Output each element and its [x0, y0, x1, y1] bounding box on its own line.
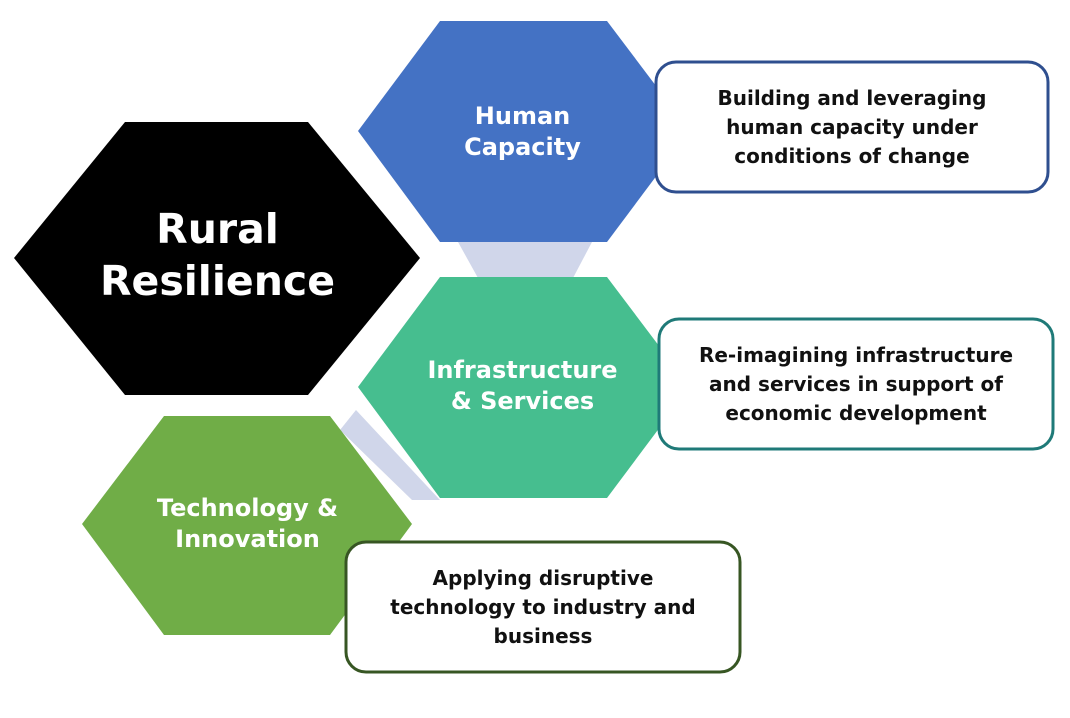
description-line: and services in support of — [709, 371, 1003, 396]
rural-resilience-hexagon — [14, 122, 420, 395]
technology-innovation-description: Applying disruptive technology to indust… — [347, 543, 739, 671]
human-capacity-description: Building and leveraging human capacity u… — [657, 63, 1047, 191]
human-capacity-title: Human Capacity — [400, 100, 645, 164]
description-line: conditions of change — [734, 143, 970, 168]
infrastructure-services-title: Infrastructure & Services — [385, 354, 660, 418]
infrastructure-services-title-line: & Services — [450, 387, 595, 415]
rural-resilience-title-line: Resilience — [99, 257, 336, 305]
description-line: Building and leveraging — [717, 85, 987, 110]
technology-innovation-hexagon — [82, 416, 412, 635]
description-line: technology to industry and — [390, 594, 696, 619]
infrastructure-services-hexagon — [358, 277, 690, 498]
description-line: Re-imagining infrastructure — [698, 342, 1014, 367]
rural-resilience-title-line: Rural — [156, 205, 279, 253]
human-capacity-title-line: Capacity — [464, 133, 581, 161]
technology-innovation-title: Technology & Innovation — [110, 492, 385, 556]
rural-resilience-title: Rural Resilience — [40, 195, 395, 315]
infrastructure-services-description: Re-imagining infrastructure and services… — [660, 320, 1052, 448]
description-line: Applying disruptive — [432, 565, 654, 590]
technology-innovation-description-box — [344, 540, 742, 674]
human-capacity-hexagon — [358, 21, 690, 242]
connector-human-infra — [458, 242, 592, 278]
human-capacity-title-line: Human — [474, 102, 571, 130]
description-line: business — [493, 623, 593, 648]
description-line: economic development — [725, 400, 987, 425]
infrastructure-services-description-box — [657, 317, 1055, 451]
technology-innovation-title-line: Innovation — [175, 525, 320, 553]
human-capacity-description-box — [654, 60, 1050, 194]
connector-infra-tech — [340, 410, 440, 500]
technology-innovation-title-line: Technology & — [156, 494, 339, 522]
infrastructure-services-title-line: Infrastructure — [427, 356, 618, 384]
description-line: human capacity under — [726, 114, 978, 139]
